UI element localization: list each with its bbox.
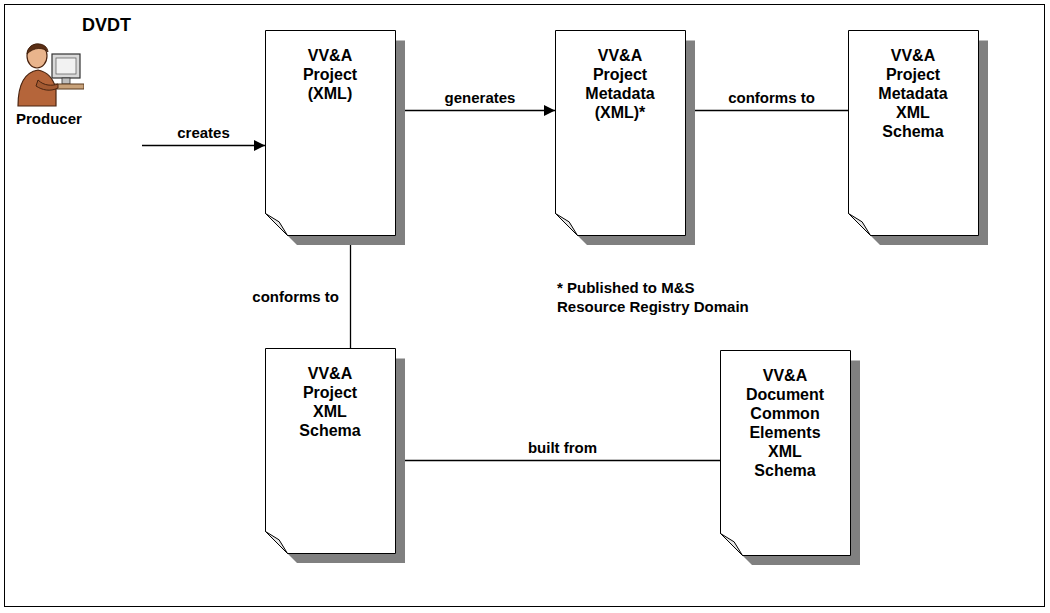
document-text-area: VV&A Project XML Schema [265, 348, 395, 440]
document-node: VV&A Project (XML) [265, 30, 405, 245]
frame-rect [5, 5, 1045, 607]
connector [405, 460, 720, 461]
document-text-area: VV&A Project Metadata XML Schema [848, 30, 978, 141]
monitor [52, 54, 80, 78]
connector-label: generates [442, 89, 519, 107]
document-page [849, 31, 979, 236]
monitor-stand [62, 78, 70, 84]
document-fold [266, 214, 288, 236]
actor-role: Producer [16, 110, 142, 128]
document-page [266, 349, 396, 554]
document-node: VV&A Project Metadata XML Schema [848, 30, 988, 245]
document-text-area: VV&A Project (XML) [265, 30, 395, 103]
document-node: VV&A Project XML Schema [265, 348, 405, 563]
document-text-area: VV&A Document Common Elements XML Schema [720, 350, 850, 480]
document-fold [849, 214, 871, 236]
connector [405, 110, 555, 111]
document-text-area: VV&A Project Metadata (XML)* [555, 30, 685, 122]
connector [142, 145, 265, 146]
document-node: VV&A Document Common Elements XML Schema [720, 350, 860, 565]
document-fold [721, 534, 743, 556]
document-title: VV&A Project Metadata XML Schema [869, 46, 957, 141]
document-title: VV&A Project Metadata (XML)* [576, 46, 664, 122]
connector-label: built from [525, 439, 600, 457]
monitor-screen [56, 58, 76, 74]
document-page [721, 351, 851, 556]
document-node: VV&A Project Metadata (XML)* [555, 30, 695, 245]
document-page [556, 31, 686, 236]
document-fold [266, 532, 288, 554]
document-page [266, 31, 396, 236]
connector [350, 245, 351, 348]
connector-label: conforms to [249, 288, 342, 306]
connector-label: creates [174, 124, 233, 142]
actor-name: DVDT [82, 14, 142, 36]
document-title: VV&A Project XML Schema [286, 364, 374, 440]
person-arm [36, 80, 58, 90]
connector [695, 110, 848, 111]
producer-icon [12, 34, 84, 108]
footnote: * Published to M&S Resource Registry Dom… [557, 278, 757, 316]
actor-node: DVDT Producer [12, 14, 142, 152]
person-head [27, 44, 47, 68]
document-fold [556, 214, 578, 236]
connector-label: conforms to [725, 89, 818, 107]
person-hair [27, 44, 48, 54]
document-title: VV&A Document Common Elements XML Schema [741, 366, 829, 480]
document-title: VV&A Project (XML) [286, 46, 374, 103]
